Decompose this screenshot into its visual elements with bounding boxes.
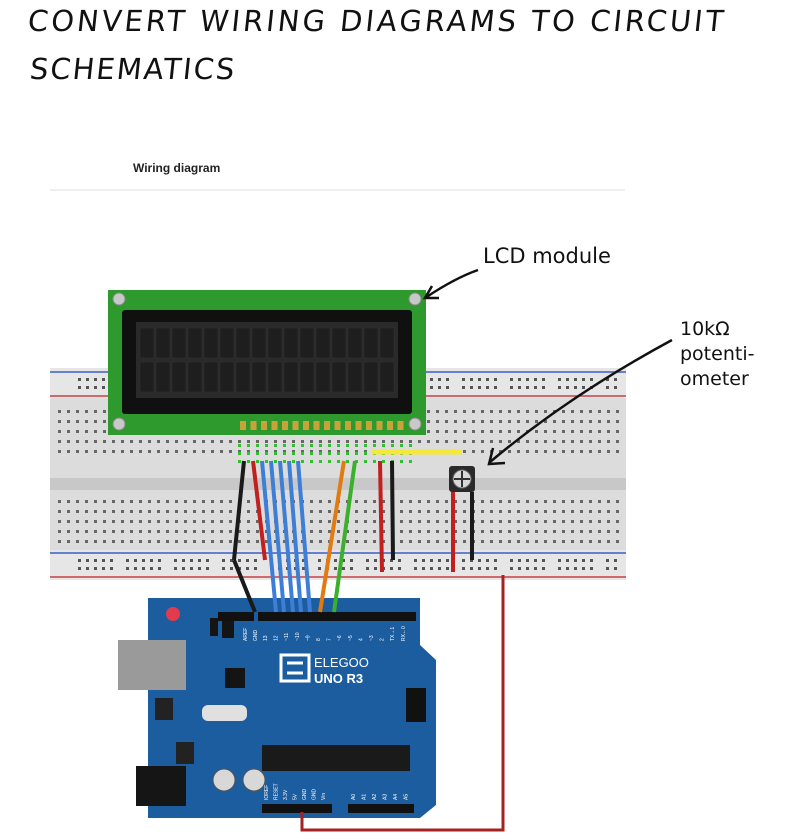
power-header <box>262 804 332 813</box>
digital-pin-label-10: ~3 <box>369 635 375 641</box>
lcd-screw-br <box>408 417 422 431</box>
board-model: UNO R3 <box>314 671 363 686</box>
analog-pin-label-5: A5 <box>404 794 410 800</box>
digital-pin-label-12: TX→1 <box>390 627 396 641</box>
digital-pin-label-8: ~5 <box>348 635 354 641</box>
wire-green <box>332 460 357 613</box>
wire-red-backlight <box>378 460 384 573</box>
power-pin-label-6: Vin <box>321 793 327 800</box>
aref-label: AREF <box>243 628 249 641</box>
lcd-character-cells <box>139 327 395 393</box>
capacitor-1 <box>212 768 236 792</box>
atmega-chip <box>262 745 410 771</box>
usb-port <box>118 640 186 690</box>
pot-annotation-line-1: 10kΩ <box>680 318 730 340</box>
breadboard-center-channel <box>50 478 626 490</box>
wire-blue-2 <box>269 460 286 613</box>
wire-black-gnd <box>232 559 257 613</box>
lcd-arrow-head <box>422 285 439 300</box>
digital-pin-label-4: ~9 <box>305 635 311 641</box>
digital-pin-label-0: 13 <box>263 635 269 641</box>
arduino-board: ELEGOO UNO R3 AREF GND 13 12 ~11 ~10 ~9 8 7 ~6 ~… <box>118 598 436 818</box>
lcd-module <box>108 290 426 435</box>
pot-annotation-line-2: potenti- <box>680 343 755 365</box>
usb-chip <box>225 668 245 688</box>
digital-header <box>258 612 416 621</box>
lcd-arrow <box>424 268 479 300</box>
reset-button <box>166 607 180 621</box>
icsp-header <box>406 688 426 722</box>
lcd-screw-tl <box>112 292 126 306</box>
capacitor-2 <box>242 768 266 792</box>
wiring-diagram-caption: Wiring diagram <box>133 161 221 175</box>
pot-arrow-head <box>487 447 506 466</box>
digital-pin-label-9: 4 <box>358 638 364 641</box>
power-pin-label-3: 5V <box>293 793 299 800</box>
lcd-module-annotation: LCD module <box>483 244 611 268</box>
analog-pin-label-2: A2 <box>372 794 378 800</box>
digital-pin-label-2: ~11 <box>284 633 290 641</box>
elegoo-logo-icon <box>279 653 311 683</box>
wire-orange <box>318 460 346 613</box>
wire-black-backlight <box>390 460 395 561</box>
digital-pin-label-3: ~10 <box>295 632 301 641</box>
power-jack <box>136 766 186 806</box>
digital-pin-label-11: 2 <box>380 638 386 641</box>
analog-header <box>348 804 414 813</box>
analog-pin-label-4: A4 <box>393 794 399 800</box>
wire-red-vdd <box>251 460 267 561</box>
pot-arrow <box>489 338 673 463</box>
power-pin-label-5: GND <box>312 789 318 801</box>
wire-blue-1 <box>260 460 278 613</box>
wire-black-vss <box>232 460 246 561</box>
power-pin-label-2: 3.3V <box>283 789 289 800</box>
digital-pin-label-13: RX←0 <box>401 626 407 641</box>
arduino-wires <box>232 460 505 832</box>
lcd-header-pins <box>240 421 404 430</box>
board-brand: ELEGOO <box>314 655 369 670</box>
crystal <box>202 705 247 721</box>
analog-pin-label-0: A0 <box>351 794 357 800</box>
analog-pin-label-3: A3 <box>383 794 389 800</box>
power-pin-label-4: GND <box>302 789 308 801</box>
potentiometer <box>449 466 475 492</box>
aref-header <box>218 612 254 621</box>
pot-annotation-line-3: ometer <box>680 368 749 390</box>
analog-pin-labels: A0 A1 A2 A3 A4 A5 <box>351 794 410 800</box>
analog-pin-label-1: A1 <box>362 794 368 800</box>
power-pin-label-1: RESET <box>274 783 280 800</box>
lcd-screw-bl <box>112 417 126 431</box>
breadboard-wires <box>232 460 474 573</box>
wire-darkred-5v <box>300 575 505 832</box>
digital-pin-label-1: 12 <box>274 635 280 641</box>
wire-blue-3 <box>278 460 295 613</box>
wire-blue-4 <box>287 460 303 613</box>
digital-pin-labels: 13 12 ~11 ~10 ~9 8 7 ~6 ~5 4 ~3 2 TX→1 RX←0 <box>263 626 407 641</box>
gnd-label: GND <box>253 630 259 642</box>
digital-pin-label-6: 7 <box>327 638 333 641</box>
digital-pin-label-5: 8 <box>316 638 322 641</box>
digital-pin-label-7: ~6 <box>337 635 343 641</box>
wire-blue-5 <box>296 460 312 613</box>
power-pin-label-0: IOREF <box>264 785 270 800</box>
lcd-screw-tr <box>408 292 422 306</box>
